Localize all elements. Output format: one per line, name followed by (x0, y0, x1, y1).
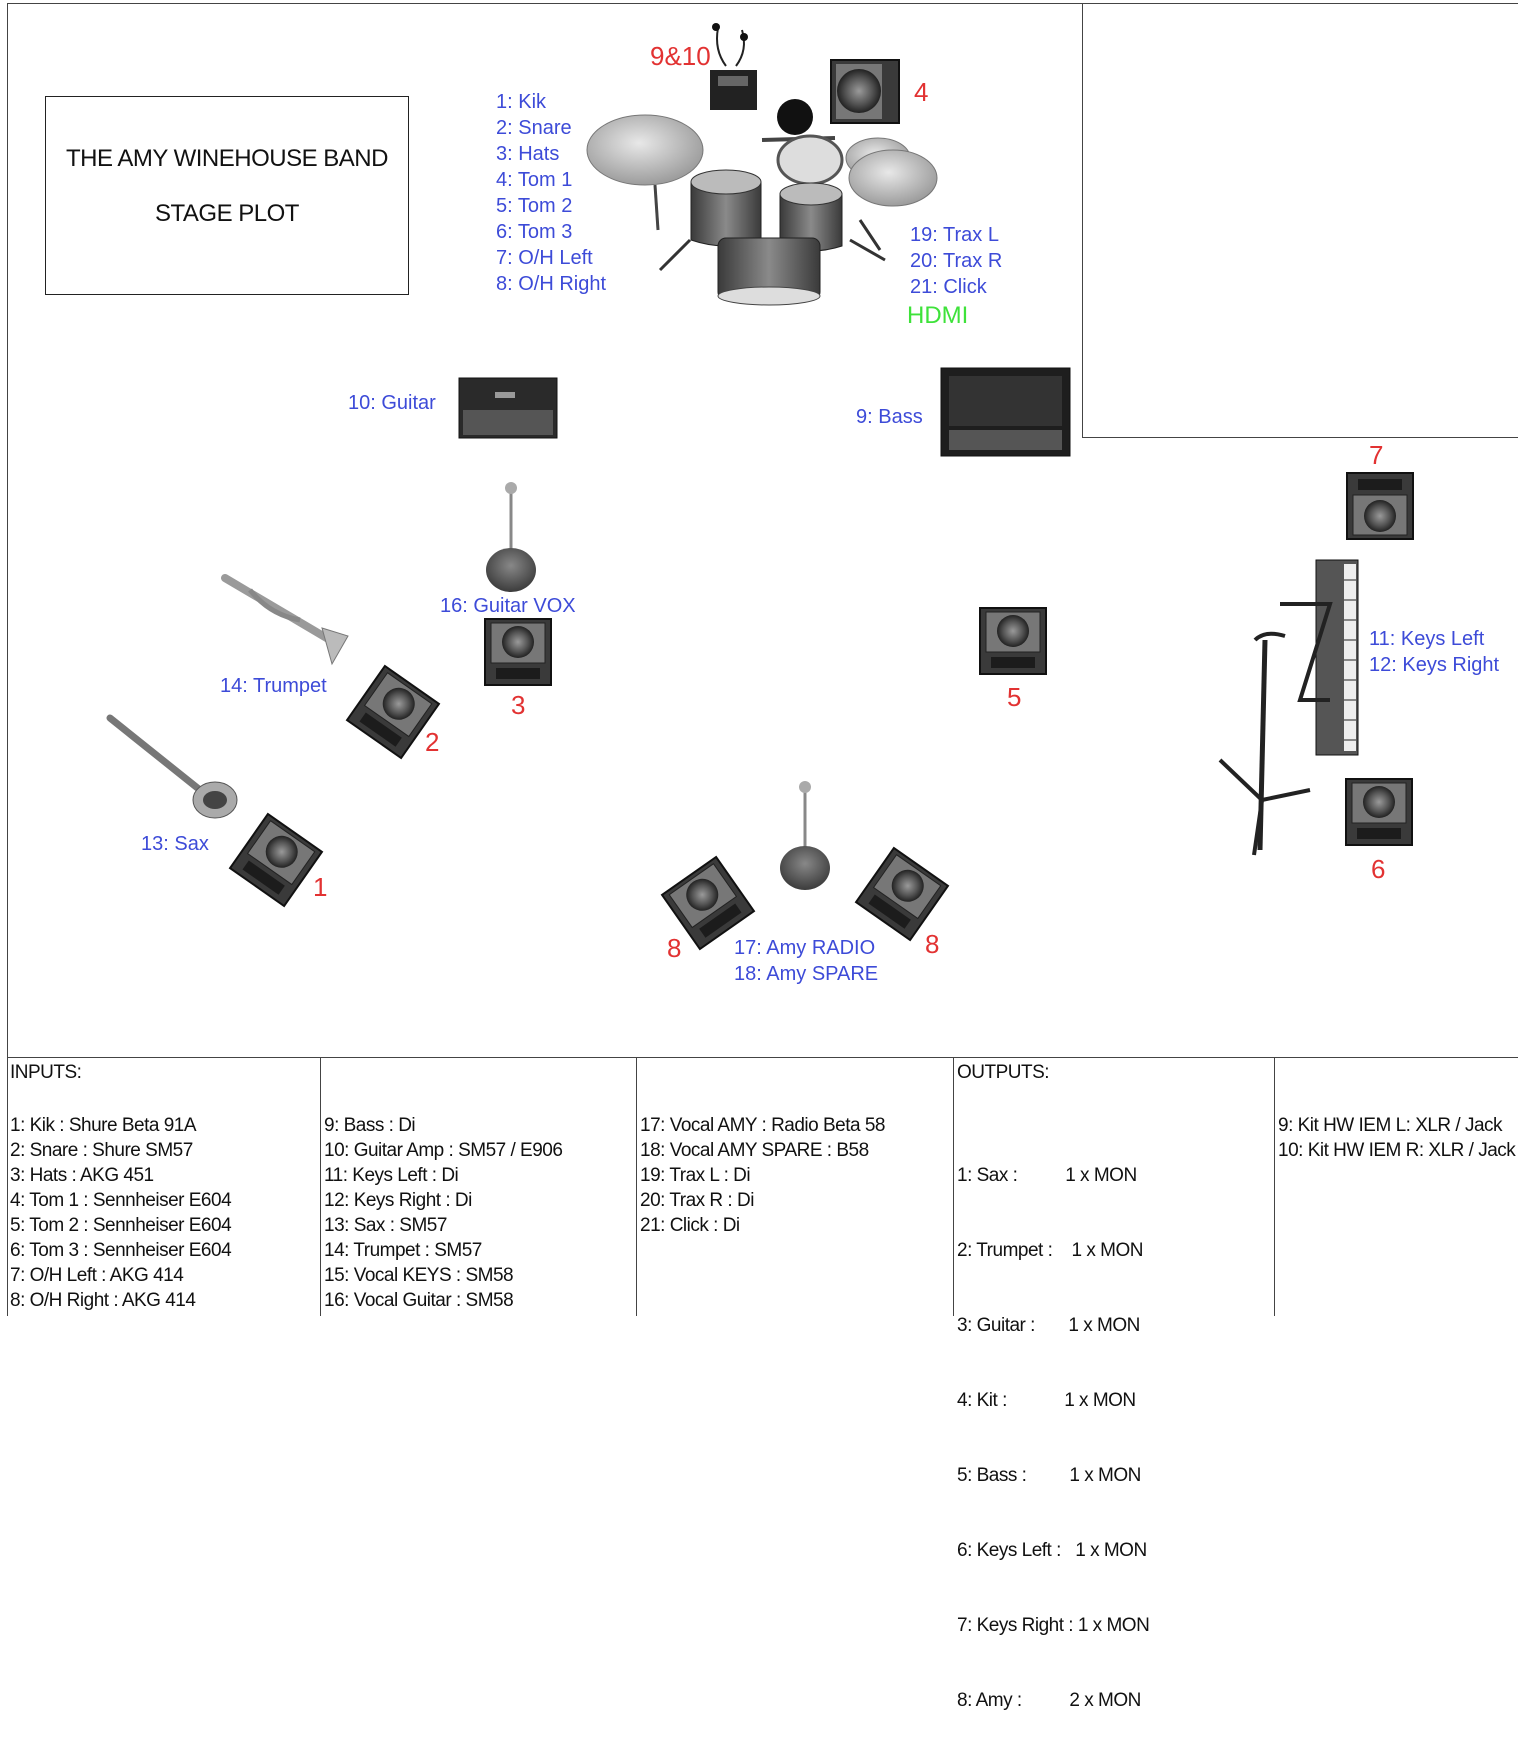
input-row: 21: Click : Di (640, 1215, 740, 1236)
trax-input-label: 21: Click (910, 276, 987, 298)
keyboard (1218, 559, 1359, 856)
trax-input-label: 19: Trax L (910, 224, 999, 246)
keys-left-label: 11: Keys Left (1369, 628, 1485, 650)
saxophone (106, 714, 238, 819)
guitar-vox-label: 16: Guitar VOX (440, 595, 576, 617)
output-row: 5: Bass : 1 x MON (957, 1465, 1141, 1486)
input-row: 9: Bass : Di (324, 1115, 416, 1136)
monitor-number: 3 (511, 690, 526, 720)
input-row: 19: Trax L : Di (640, 1165, 751, 1186)
outputs-title: OUTPUTS: (957, 1062, 1050, 1083)
input-row: 6: Tom 3 : Sennheiser E604 (10, 1240, 232, 1261)
drum-input-label: 7: O/H Left (496, 247, 593, 269)
input-row: 2: Snare : Shure SM57 (10, 1140, 193, 1161)
monitor-number: 1 (313, 872, 328, 902)
inputs-title: INPUTS: (10, 1062, 82, 1083)
outputs-column-2: 9: Kit HW IEM L: XLR / Jack 10: Kit HW I… (1275, 1058, 1518, 1316)
wedge-monitor-8b (855, 847, 949, 941)
drum-input-label: 2: Snare (496, 117, 572, 139)
input-row: 12: Keys Right : Di (324, 1190, 472, 1211)
guitar-label: 10: Guitar (348, 392, 436, 414)
trumpet (221, 574, 349, 666)
monitor-number: 4 (914, 77, 929, 107)
guitar-vox-mic-stand (486, 482, 536, 592)
stage-artwork (106, 23, 1414, 950)
monitor-number: 6 (1371, 854, 1386, 884)
guitar-amp (458, 377, 558, 439)
inputs-column-3: 17: Vocal AMY : Radio Beta 58 18: Vocal … (637, 1058, 954, 1316)
input-row: 20: Trax R : Di (640, 1190, 754, 1211)
drum-input-label: 4: Tom 1 (496, 169, 573, 191)
inputs-column-1: INPUTS: 1: Kik : Shure Beta 91A 2: Snare… (7, 1058, 321, 1316)
outputs-column-1: OUTPUTS: 1: Sax : 1 x MON 2: Trumpet : 1… (954, 1058, 1275, 1711)
monitor-number: 2 (425, 727, 440, 757)
amy-spare-label: 18: Amy SPARE (734, 963, 879, 985)
input-row: 18: Vocal AMY SPARE : B58 (640, 1140, 869, 1161)
wedge-monitor-1 (229, 813, 323, 907)
input-row: 10: Guitar Amp : SM57 / E906 (324, 1140, 563, 1161)
drum-input-label: 8: O/H Right (496, 273, 607, 295)
output-row: 4: Kit : 1 x MON (957, 1390, 1136, 1411)
output-row: 3: Guitar : 1 x MON (957, 1315, 1140, 1336)
iem-transmitter (710, 23, 757, 110)
input-row: 1: Kik : Shure Beta 91A (10, 1115, 197, 1136)
trax-input-label: 20: Trax R (910, 250, 1003, 272)
stage-frame (7, 3, 1083, 1316)
drum-input-label: 1: Kik (496, 91, 547, 113)
wedge-monitor-3 (484, 618, 552, 686)
bass-label: 9: Bass (856, 406, 923, 428)
monitor-number: 8 (667, 933, 682, 963)
input-row: 13: Sax : SM57 (324, 1215, 447, 1236)
input-row: 7: O/H Left : AKG 414 (10, 1265, 184, 1286)
plot-title: STAGE PLOT (155, 200, 299, 227)
drum-input-label: 3: Hats (496, 143, 560, 165)
drum-kit (586, 99, 938, 306)
wedge-monitor-6 (1345, 778, 1413, 846)
drum-input-label: 5: Tom 2 (496, 195, 573, 217)
input-row: 15: Vocal KEYS : SM58 (324, 1265, 514, 1286)
input-row: 8: O/H Right : AKG 414 (10, 1290, 196, 1311)
output-row: 6: Keys Left : 1 x MON (957, 1540, 1147, 1561)
monitor-number: 5 (1007, 682, 1022, 712)
amy-radio-label: 17: Amy RADIO (734, 937, 876, 959)
output-row: 7: Keys Right : 1 x MON (957, 1615, 1150, 1636)
input-row: 4: Tom 1 : Sennheiser E604 (10, 1190, 232, 1211)
input-row: 16: Vocal Guitar : SM58 (324, 1290, 514, 1311)
output-row: 10: Kit HW IEM R: XLR / Jack (1278, 1140, 1516, 1161)
title-box: THE AMY WINEHOUSE BAND STAGE PLOT (45, 96, 409, 295)
input-row: 5: Tom 2 : Sennheiser E604 (10, 1215, 232, 1236)
hdmi-label: HDMI (907, 302, 969, 329)
monitor-number: 7 (1369, 440, 1384, 470)
input-row: 3: Hats : AKG 451 (10, 1165, 154, 1186)
output-row: 8: Amy : 2 x MON (957, 1690, 1141, 1711)
output-row: 1: Sax : 1 x MON (957, 1165, 1137, 1186)
inputs-column-2: 9: Bass : Di 10: Guitar Amp : SM57 / E90… (321, 1058, 637, 1316)
monitor-number: 8 (925, 929, 940, 959)
wedge-monitor-7 (1346, 472, 1414, 540)
iem-label: 9&10 (650, 41, 711, 71)
band-name: THE AMY WINEHOUSE BAND (66, 145, 388, 172)
output-row: 2: Trumpet : 1 x MON (957, 1240, 1143, 1261)
output-row: 9: Kit HW IEM L: XLR / Jack (1278, 1115, 1503, 1136)
wedge-monitor-5 (979, 607, 1047, 675)
offstage-area (1082, 3, 1518, 438)
stage-plot: THE AMY WINEHOUSE BAND STAGE PLOT 1: Kik… (7, 3, 1518, 1711)
drum-input-label: 6: Tom 3 (496, 221, 573, 243)
trumpet-label: 14: Trumpet (220, 675, 327, 697)
input-row: 11: Keys Left : Di (324, 1165, 459, 1186)
sax-label: 13: Sax (141, 833, 209, 855)
input-row: 17: Vocal AMY : Radio Beta 58 (640, 1115, 886, 1136)
input-row: 14: Trumpet : SM57 (324, 1240, 482, 1261)
keys-right-label: 12: Keys Right (1369, 654, 1500, 676)
io-table: INPUTS: 1: Kik : Shure Beta 91A 2: Snare… (7, 1057, 1518, 1711)
bass-amp (940, 367, 1071, 457)
amy-mic-stand (780, 781, 830, 890)
monitor-4 (830, 59, 900, 124)
